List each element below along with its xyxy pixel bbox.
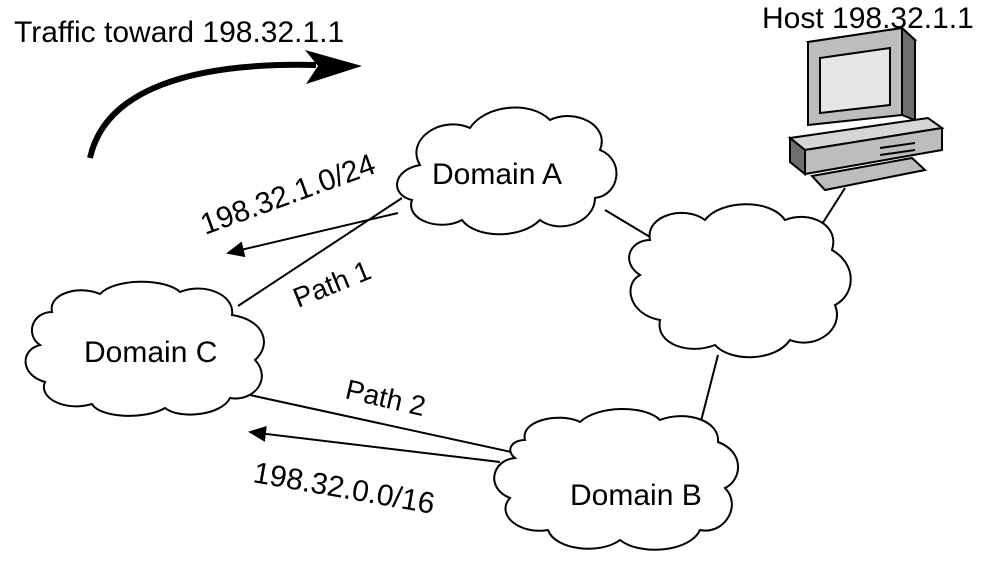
traffic-arrowhead: [305, 50, 362, 84]
route-arrow-aggregate: [248, 425, 501, 463]
cloud-domain-b: [493, 408, 739, 551]
link-c-to-b: [235, 391, 526, 456]
host-label: Host 198.32.1.1: [762, 2, 974, 35]
domain-b-label: Domain B: [570, 479, 702, 512]
route-specific-label: 198.32.1.0/24: [196, 148, 380, 242]
host-computer-icon: [787, 25, 945, 192]
cloud-domain-a: [396, 106, 618, 236]
link-a-to-middle: [604, 209, 656, 241]
traffic-arrow: [87, 61, 317, 159]
cloud-middle: [628, 203, 852, 359]
route-arrow-specific: [226, 212, 399, 258]
domain-a-label: Domain A: [432, 158, 562, 191]
traffic-label: Traffic toward 198.32.1.1: [14, 16, 344, 49]
link-c-to-a: [237, 197, 403, 307]
cloud-domain-c: [24, 280, 265, 417]
domain-c-label: Domain C: [84, 336, 217, 369]
link-middle-to-b: [699, 354, 719, 426]
path2-label: Path 2: [343, 374, 429, 422]
route-aggregate-label: 198.32.0.0/16: [251, 456, 437, 520]
